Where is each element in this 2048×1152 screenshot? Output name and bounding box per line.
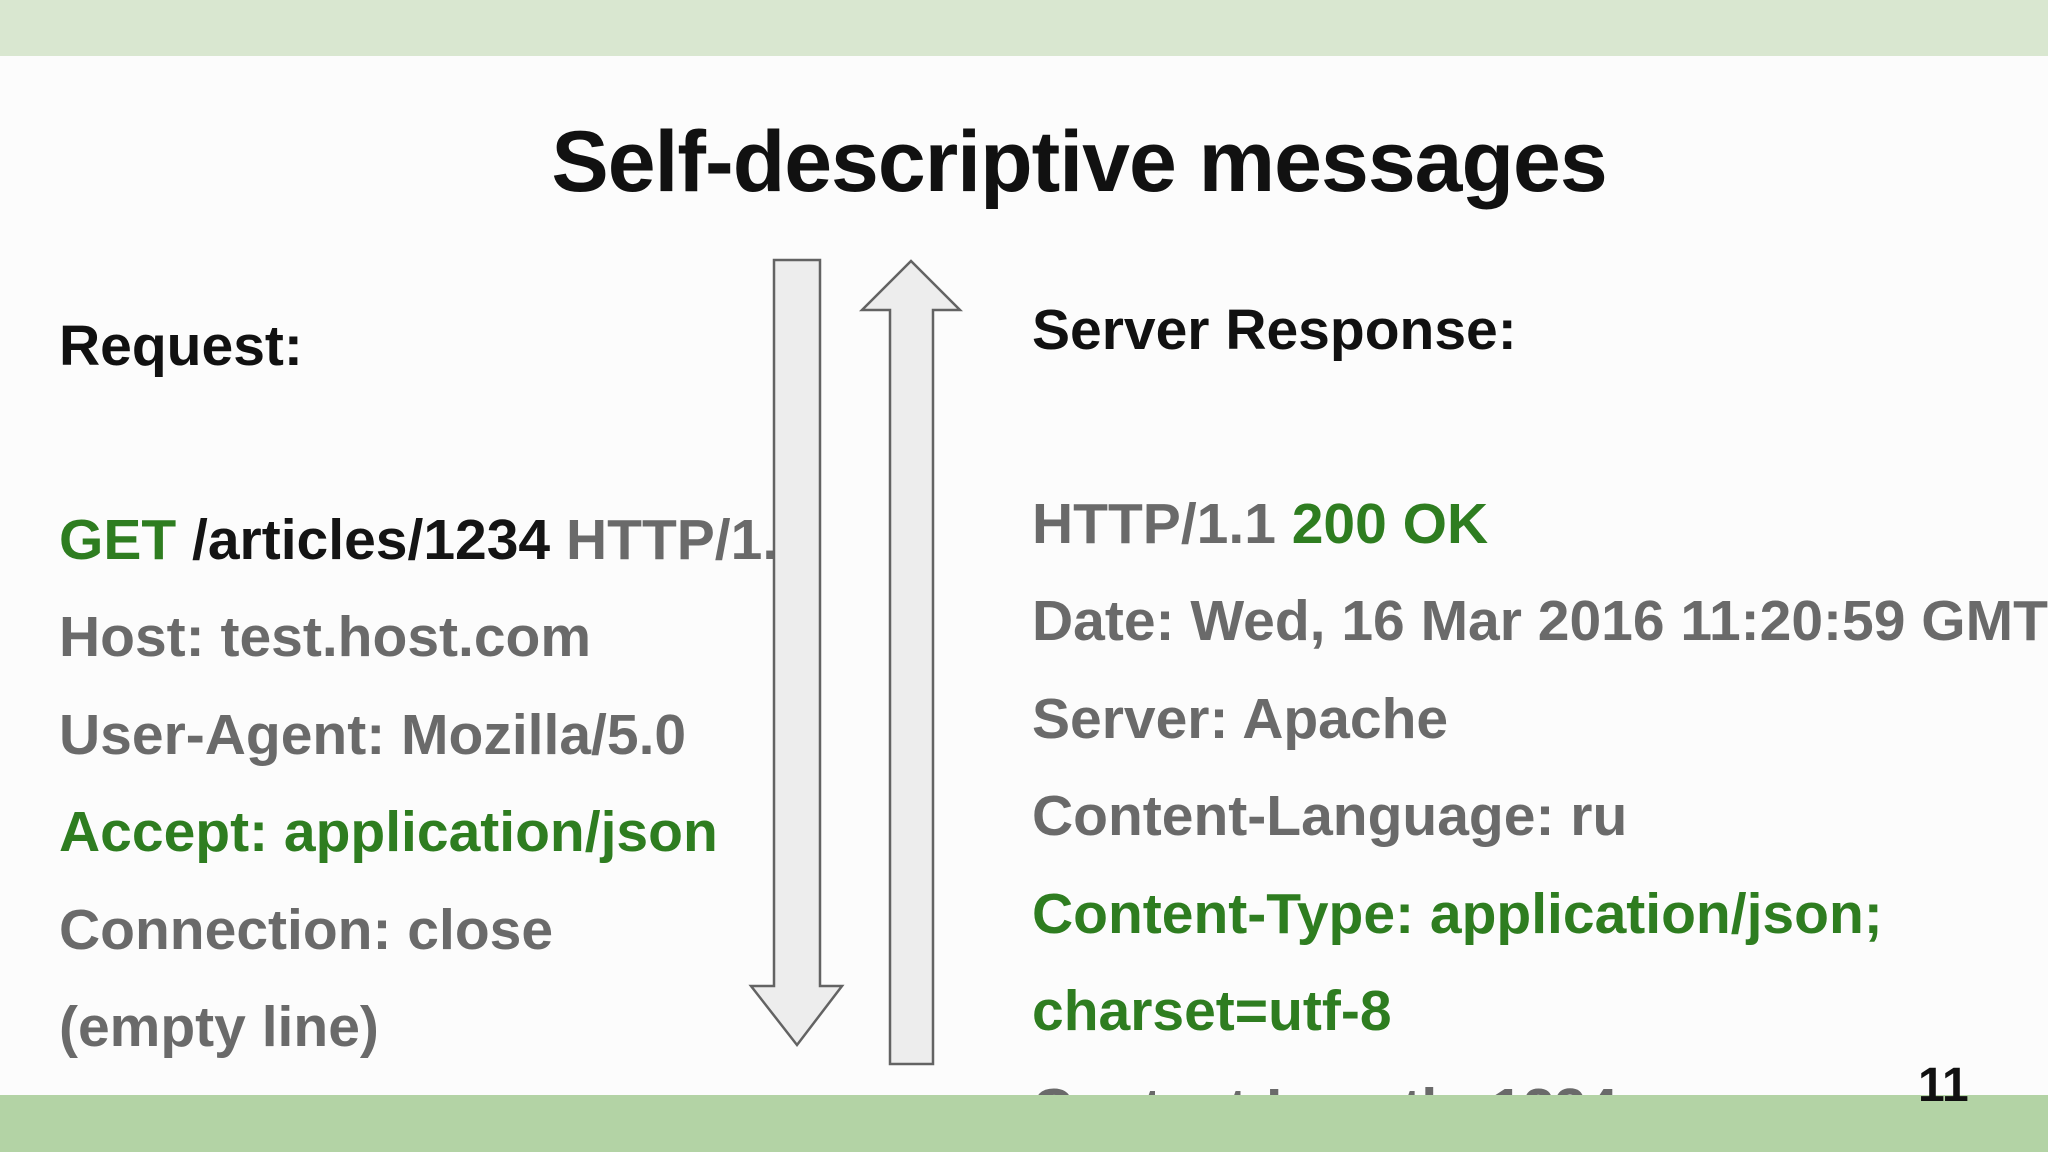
top-accent-bar xyxy=(0,0,2048,56)
request-empty-line: (empty line) xyxy=(59,995,379,1059)
request-line: GET /articles/1234 HTTP/1.1 xyxy=(59,507,810,572)
response-status-code: 200 OK xyxy=(1291,491,1489,556)
request-protocol: HTTP/1.1 xyxy=(565,507,810,572)
response-heading-spacer xyxy=(1032,398,2032,458)
request-path: /articles/1234 xyxy=(192,507,566,572)
request-heading-spacer xyxy=(59,414,779,474)
response-heading: Server Response: xyxy=(1032,298,1517,362)
request-panel: Request: GET /articles/1234 HTTP/1.1 Hos… xyxy=(59,280,810,1095)
page-title: Self-descriptive messages xyxy=(551,114,1607,210)
response-header-date: Date: Wed, 16 Mar 2016 11:20:59 GMT xyxy=(1032,589,2048,653)
response-status-line: HTTP/1.1 200 OK xyxy=(1032,491,2032,556)
request-header-accept: Accept: application/json xyxy=(59,800,718,864)
response-protocol: HTTP/1.1 xyxy=(1032,491,1292,556)
response-header-content-type: Content-Type: application/json; xyxy=(1032,881,1883,946)
request-header-host: Host: test.host.com xyxy=(59,605,592,669)
response-header-content-language: Content-Language: ru xyxy=(1032,784,1628,848)
request-header-user-agent: User-Agent: Mozilla/5.0 xyxy=(59,702,687,767)
page-number: 11 xyxy=(1918,1059,1969,1112)
response-header-content-type-charset: charset=utf-8 xyxy=(1032,979,1392,1043)
request-heading: Request: xyxy=(59,314,303,378)
up-arrow-icon xyxy=(858,259,964,1066)
message-flow-arrows xyxy=(748,258,964,1066)
response-panel: Server Response: HTTP/1.1 200 OK Date: W… xyxy=(1032,264,2048,1152)
bottom-accent-bar xyxy=(0,1095,2048,1152)
response-header-server: Server: Apache xyxy=(1032,686,1449,751)
down-arrow-icon xyxy=(748,258,845,1048)
request-method: GET xyxy=(59,507,193,572)
request-header-connection: Connection: close xyxy=(59,897,554,962)
